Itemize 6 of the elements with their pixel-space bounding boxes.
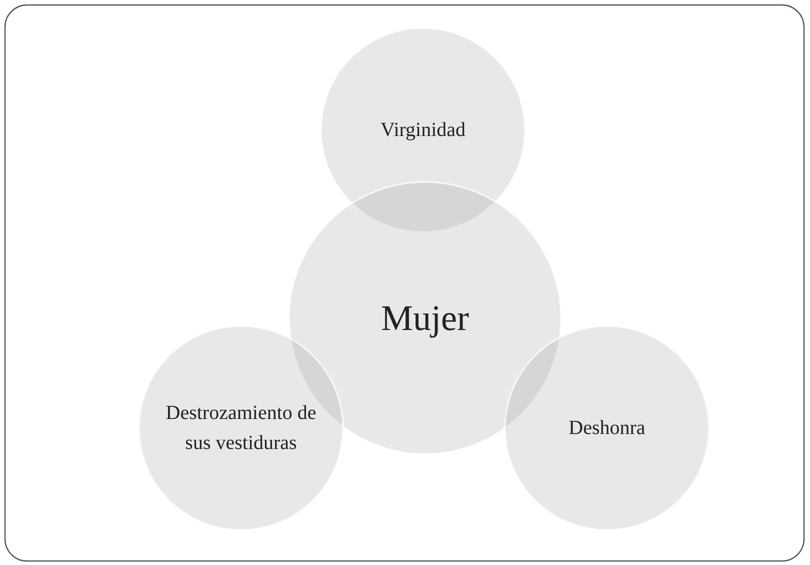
circle-label: Deshonra (568, 416, 646, 441)
circle-label: Mujer (380, 297, 470, 340)
venn-circle (138, 325, 344, 531)
venn-circle (504, 325, 710, 531)
circle-label: Virginidad (379, 118, 467, 143)
circle-label: Destrozamiento de sus vestiduras (164, 401, 318, 456)
